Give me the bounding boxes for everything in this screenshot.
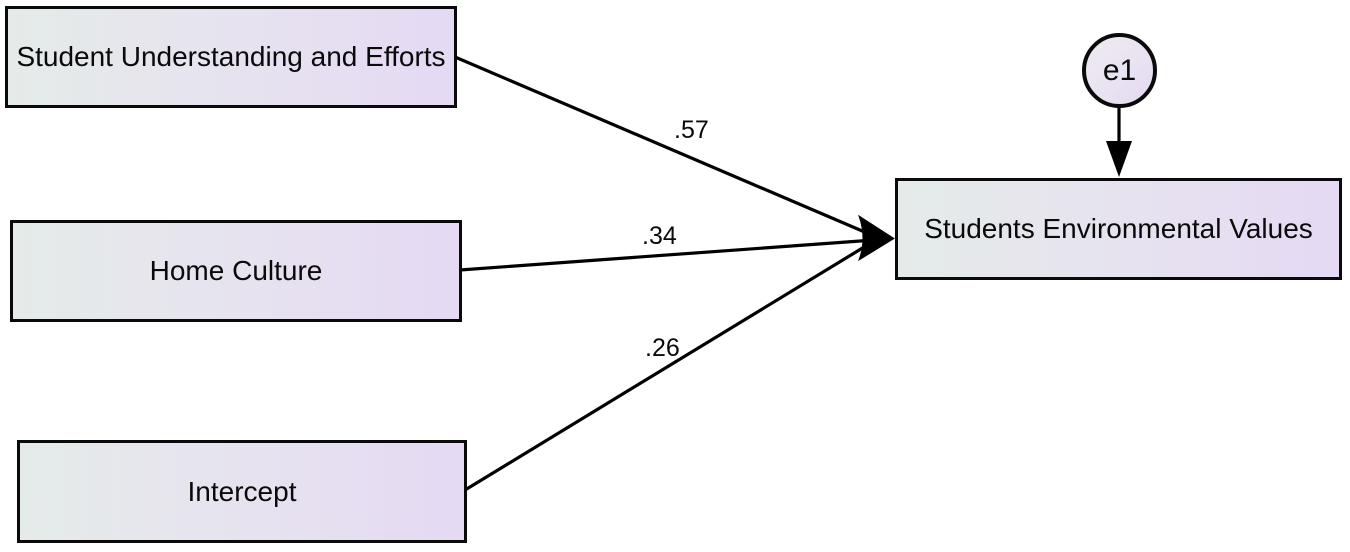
- node-error-term-e1: e1: [1082, 33, 1157, 108]
- node-label: Student Understanding and Efforts: [16, 41, 446, 72]
- edge-predictor2-outcome: [459, 238, 875, 272]
- path-coefficient-predictor3: .26: [645, 334, 680, 362]
- path-coefficient-predictor1: .57: [674, 116, 709, 144]
- node-label: Home Culture: [149, 255, 323, 286]
- edge-predictor3-outcome: [464, 239, 875, 492]
- node-label: Intercept: [187, 475, 297, 507]
- arrowhead-into-outcome: [858, 214, 895, 262]
- node-students-environmental-values: Students Environmental Values: [895, 178, 1342, 280]
- node-intercept: Intercept: [17, 440, 467, 543]
- node-label: e1: [1102, 53, 1137, 87]
- edge-predictor1-outcome: [454, 55, 875, 238]
- node-student-understanding-and-efforts: Student Understanding and Efforts: [5, 6, 457, 108]
- arrowhead-error-outcome: [1106, 141, 1132, 177]
- path-coefficient-predictor2: .34: [642, 222, 677, 250]
- node-home-culture: Home Culture: [10, 220, 462, 322]
- node-label: Students Environmental Values: [924, 213, 1313, 244]
